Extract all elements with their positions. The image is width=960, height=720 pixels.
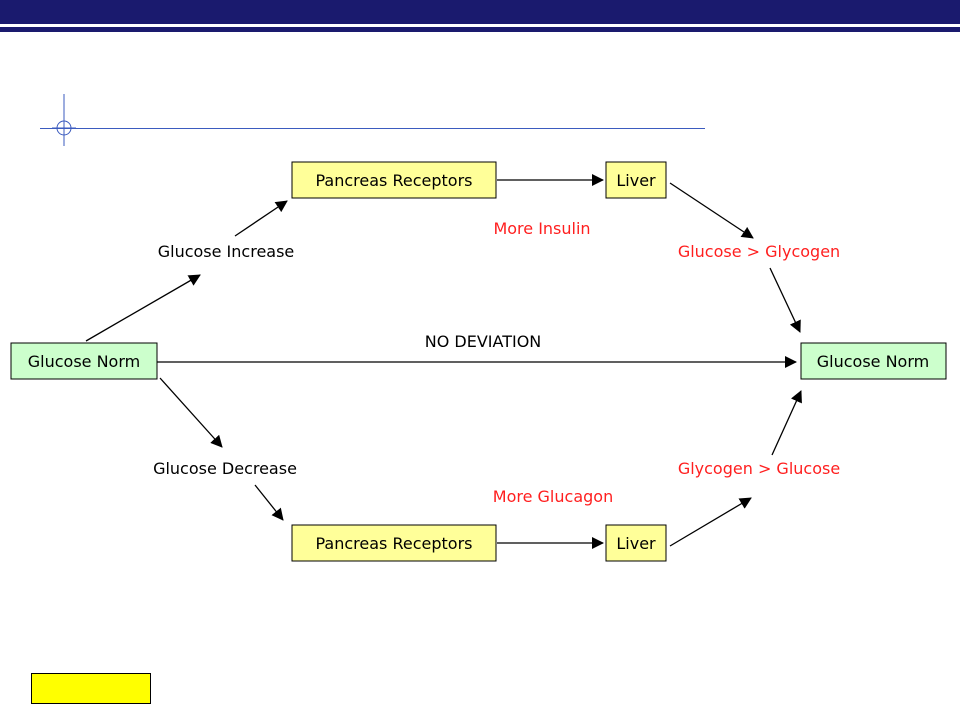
node-label: Pancreas Receptors	[316, 171, 473, 190]
node-label: Glucose Norm	[28, 352, 140, 371]
node-liver-bottom: Liver	[605, 524, 667, 562]
node-label: Glucose Norm	[817, 352, 929, 371]
node-label: Liver	[616, 534, 656, 553]
title-rule	[40, 128, 705, 129]
label-glucose-to-glycogen: Glucose > Glycogen	[678, 242, 840, 261]
node-glucose-norm-end: Glucose Norm	[800, 342, 947, 380]
label-glucose-decrease: Glucose Decrease	[153, 459, 297, 478]
edge-increase-to-pancreas	[234, 200, 288, 237]
edge-norm-to-increase	[85, 274, 201, 342]
label-more-glucagon: More Glucagon	[493, 487, 613, 506]
edge-liver-to-glucose	[669, 497, 752, 547]
label-more-insulin: More Insulin	[493, 219, 590, 238]
edge-glycogen-to-norm	[769, 267, 801, 333]
edge-liver-to-glycogen	[669, 182, 754, 239]
node-pancreas-receptors-top: Pancreas Receptors	[291, 161, 497, 199]
label-glycogen-to-glucose: Glycogen > Glucose	[678, 459, 840, 478]
node-pancreas-receptors-bottom: Pancreas Receptors	[291, 524, 497, 562]
node-glucose-norm-start: Glucose Norm	[10, 342, 158, 380]
label-no-deviation: NO DEVIATION	[425, 332, 542, 351]
node-label: Pancreas Receptors	[316, 534, 473, 553]
edge-glucose-to-norm	[771, 390, 802, 456]
yellow-action-button[interactable]	[31, 673, 151, 704]
edge-decrease-to-pancreas	[254, 484, 284, 521]
node-liver-top: Liver	[605, 161, 667, 199]
header-bar	[0, 0, 960, 24]
label-glucose-increase: Glucose Increase	[158, 242, 295, 261]
node-label: Liver	[616, 171, 656, 190]
edge-norm-to-decrease	[159, 377, 223, 448]
header-underline	[0, 27, 960, 32]
